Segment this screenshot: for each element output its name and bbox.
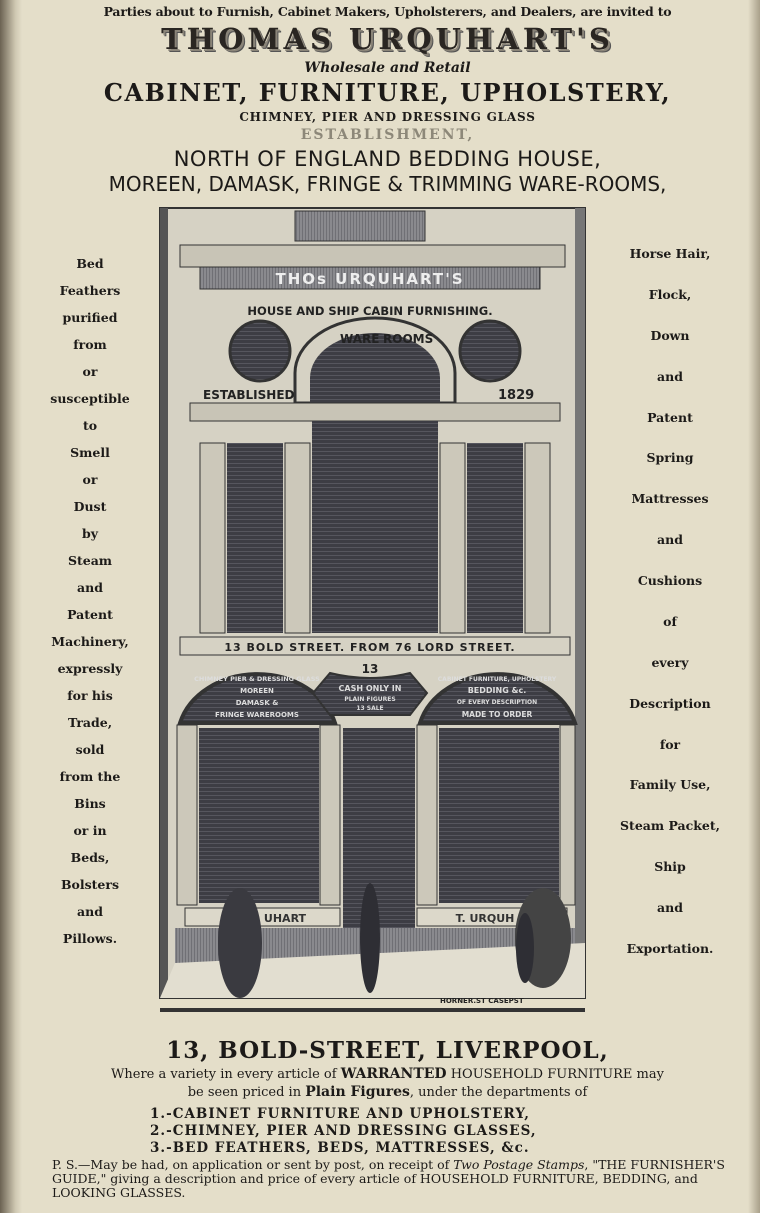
sign-rooms: ROOMS (383, 332, 433, 346)
right-arch-line-1: CABINET FURNITURE, UPHOLSTERY (438, 676, 557, 683)
column-line: expressly (57, 661, 123, 676)
column-line: Spring (646, 450, 694, 466)
cabinet-heading: CABINET, FURNITURE, UPHOLSTERY, (103, 78, 672, 107)
text: be seen priced in (187, 1085, 306, 1100)
page-right-edge (748, 0, 760, 1213)
column-line: and (77, 580, 103, 595)
address-heading: 13, BOLD-STREET, LIVERPOOL, (166, 1037, 609, 1064)
sign-ware: WARE (340, 332, 379, 346)
column-line: from the (59, 769, 121, 784)
column-line: Exportation. (626, 940, 714, 956)
column-line: Bed (76, 256, 104, 271)
shopfront-engraving: THOs URQUHART'S HOUSE AND SHIP CABIN FUR… (159, 207, 586, 1012)
column-line: Ship (654, 859, 686, 875)
center-sign-line-2: PLAIN FIGURES (344, 696, 395, 703)
column-line: Steam (67, 553, 113, 568)
text: , under the departments of (409, 1085, 588, 1100)
chimney-line: CHIMNEY, PIER AND DRESSING GLASS (239, 110, 536, 124)
column-line: Dust (73, 499, 107, 514)
column-line: to (82, 418, 98, 433)
business-name: THOMAS URQUHART'S (161, 22, 614, 56)
column-line: Smell (70, 445, 110, 460)
sign-number: 13 (362, 662, 379, 676)
column-line: susceptible (50, 391, 130, 406)
column-line: and (77, 904, 103, 919)
page-binding-edge (0, 0, 22, 1213)
department-1: 1.-CABINET FURNITURE AND UPHOLSTERY, (150, 1106, 530, 1122)
right-arch-line-2: BEDDING &c. (468, 686, 527, 695)
sign-street-band: 13 BOLD STREET. FROM 76 LORD STREET. (224, 641, 515, 654)
column-line: for (659, 736, 681, 752)
intro-line: Parties about to Furnish, Cabinet Makers… (103, 4, 672, 19)
text: , "THE FURNISHER'S GUIDE," giving a desc… (52, 1157, 725, 1200)
column-line: Bolsters (60, 877, 120, 892)
plain-figures-text: Plain Figures (305, 1084, 410, 1100)
column-line: and (657, 532, 683, 548)
column-line: and (657, 368, 683, 384)
column-line: Machinery, (51, 634, 129, 649)
intro-paragraph-line-1: Where a variety in every article of WARR… (30, 1066, 745, 1082)
column-line: every (651, 654, 689, 670)
column-line: Feathers (59, 283, 121, 298)
postage-stamps-text: Two Postage Stamps (453, 1157, 585, 1172)
column-line: Description (629, 695, 711, 711)
column-line: Flock, (648, 286, 692, 302)
column-line: Patent (647, 409, 693, 425)
warranted-text: WARRANTED (340, 1066, 447, 1082)
sign-furnishing: HOUSE AND SHIP CABIN FURNISHING. (247, 304, 492, 318)
left-arch-line-2: MOREEN (240, 687, 274, 695)
left-arch-line-3: DAMASK & (236, 699, 279, 707)
column-line: from (73, 337, 107, 352)
left-arch-line-4: FRINGE WAREROOMS (215, 711, 299, 719)
column-line: of (663, 613, 677, 629)
column-line: Down (650, 327, 690, 343)
center-sign-line-3: 13 SALE (356, 705, 383, 712)
column-line: Steam Packet, (620, 818, 720, 834)
right-arch-line-4: MADE TO ORDER (462, 710, 533, 719)
wholesale-line: Wholesale and Retail (304, 60, 471, 76)
bedding-house-line: NORTH OF ENGLAND BEDDING HOUSE, (173, 147, 602, 171)
column-line: Trade, (67, 715, 113, 730)
column-line: Beds, (70, 850, 110, 865)
column-line: Patent (67, 607, 113, 622)
establishment-line: ESTABLISHMENT, (300, 127, 475, 143)
column-line: or (82, 472, 98, 487)
right-arch-line-3: OF EVERY DESCRIPTION (457, 699, 537, 706)
intro-paragraph-line-2: be seen priced in Plain Figures, under t… (30, 1084, 745, 1100)
left-arch-line-1: CHIMNEY PIER & DRESSING GLASS (194, 675, 320, 683)
column-line: Family Use, (629, 777, 711, 793)
column-line: by (81, 526, 98, 541)
column-line: Mattresses (631, 491, 709, 507)
column-line: and (657, 900, 683, 915)
warerooms-line: MOREEN, DAMASK, FRINGE & TRIMMING WARE-R… (108, 172, 667, 196)
column-line: for his (67, 688, 113, 703)
column-line: sold (75, 742, 105, 757)
fascia-left: UHART (264, 912, 307, 925)
postscript: P. S.—May be had, on application or sent… (52, 1158, 732, 1200)
column-line: or in (73, 823, 107, 838)
text: P. S.—May be had, on application or sent… (52, 1157, 454, 1172)
department-2: 2.-CHIMNEY, PIER AND DRESSING GLASSES, (150, 1123, 537, 1139)
sign-year: 1829 (498, 388, 534, 403)
column-line: Cushions (637, 573, 703, 588)
text: Where a variety in every article of (111, 1067, 341, 1082)
fascia-right: T. URQUH (456, 912, 515, 925)
center-sign-line-1: CASH ONLY IN (339, 684, 402, 693)
column-line: or (82, 364, 98, 379)
column-line: Pillows. (62, 931, 118, 946)
department-3: 3.-BED FEATHERS, BEDS, MATTRESSES, &c. (150, 1140, 530, 1156)
column-line: Bins (74, 796, 106, 811)
text: HOUSEHOLD FURNITURE may (446, 1067, 664, 1082)
column-line: purified (62, 310, 118, 325)
engraver-credit: HORNER.ST CASEPST (440, 997, 524, 1005)
column-line: Horse Hair, (629, 246, 711, 261)
sign-urquhart: THOs URQUHART'S (275, 270, 464, 288)
sign-established: ESTABLISHED (203, 388, 295, 402)
